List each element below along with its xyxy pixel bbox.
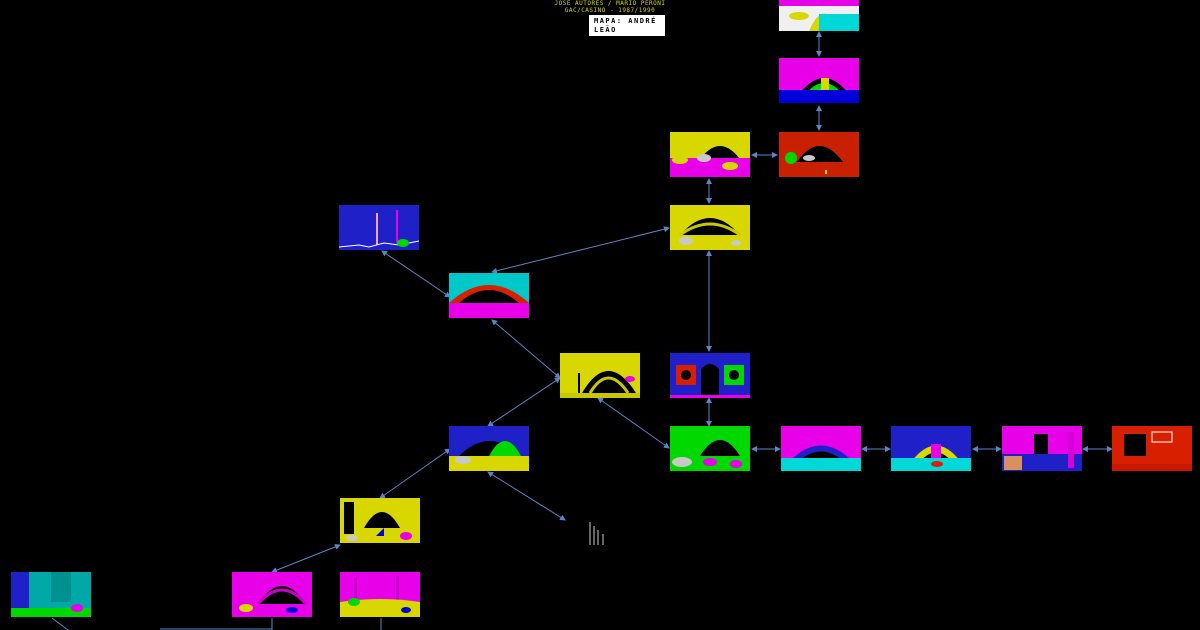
room-yellow-tunnel[interactable] [560,353,640,398]
room-skull-door[interactable] [670,353,750,398]
room-magenta-cyan-cave[interactable] [781,426,861,471]
room-magenta-yellow-floor[interactable] [340,572,420,617]
credits-line-1: JOSÉ AUTORES / MARIO PERONI [554,0,666,7]
room-yellow-rock-room[interactable] [340,498,420,543]
room-yellow-arch-door[interactable] [891,426,971,471]
room-green-cave[interactable] [670,426,750,471]
room-top-tower[interactable] [779,0,859,31]
room-red-exit-room[interactable] [1112,426,1192,471]
room-red-cave[interactable] [779,132,859,177]
room-yellow-cave-mid[interactable] [670,205,750,250]
room-blue-cave[interactable] [449,426,529,471]
room-magenta-dome[interactable] [232,572,312,617]
map-author-label: MAPA: ANDRÉ LEÃO [589,15,665,36]
room-teal-waterfall[interactable] [11,572,91,617]
room-magenta-barrel-room[interactable] [1002,426,1082,471]
room-yellow-cave-upper[interactable] [670,132,750,177]
game-credits: JOSÉ AUTORES / MARIO PERONI GAC/CASINO -… [540,0,680,14]
room-magenta-arch[interactable] [779,58,859,103]
credits-line-2: GAC/CASINO - 1987/1990 [564,7,656,14]
room-red-arch-teal[interactable] [449,273,529,318]
room-blue-spikes[interactable] [339,205,419,250]
